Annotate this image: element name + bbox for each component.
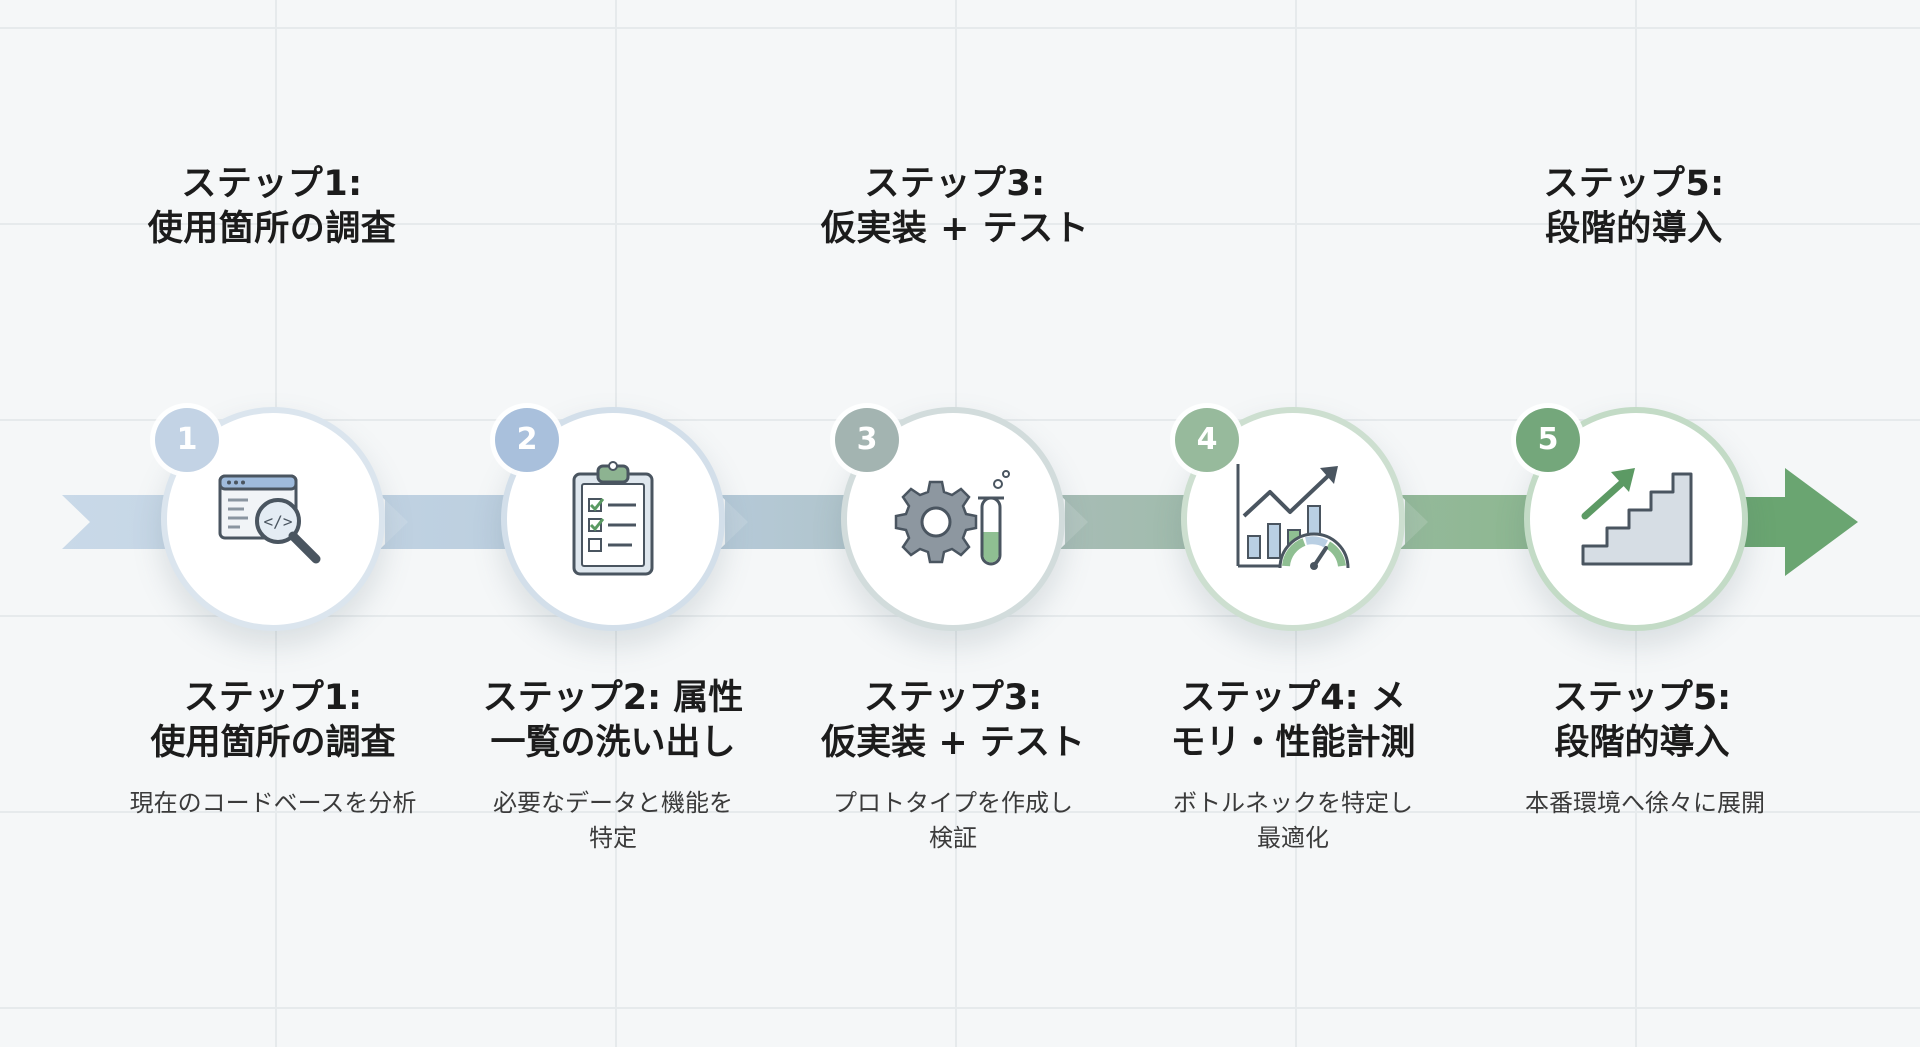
- step-desc-line: 現在のコードベースを分析: [129, 789, 417, 817]
- step-1-description: 現在のコードベースを分析: [128, 786, 418, 821]
- step-title-line: 使用箇所の調査: [150, 723, 396, 763]
- step-3-title: ステップ3: 仮実装 + テスト: [808, 676, 1098, 766]
- step-desc-line: 必要なデータと機能を: [493, 789, 733, 817]
- step-desc-line: ボトルネックを特定し: [1173, 789, 1413, 817]
- step-1-title: ステップ1: 使用箇所の調査: [128, 676, 418, 766]
- code-search-icon: </>: [218, 474, 321, 564]
- step-4-description: ボトルネックを特定し 最適化: [1148, 786, 1438, 856]
- step-title-line: モリ・性能計測: [1170, 723, 1416, 763]
- step-5-circle: [1524, 407, 1748, 631]
- step-5-badge: 5: [1516, 408, 1580, 472]
- top-title-line: 段階的導入: [1545, 209, 1723, 249]
- step-4-title: ステップ4: メ モリ・性能計測: [1148, 676, 1438, 766]
- step-title-line: ステップ1:: [183, 678, 363, 718]
- top-title-line: 仮実装 + テスト: [820, 209, 1090, 249]
- step-2-badge: 2: [495, 408, 559, 472]
- step-desc-line: 検証: [929, 824, 977, 852]
- top-title-step-3: ステップ3: 仮実装 + テスト: [775, 162, 1135, 252]
- step-desc-line: プロトタイプを作成し: [833, 789, 1073, 817]
- step-2-circle: [501, 407, 725, 631]
- step-1-badge: 1: [155, 408, 219, 472]
- step-title-line: 仮実装 + テスト: [821, 723, 1085, 763]
- step-desc-line: 本番環境へ徐々に展開: [1525, 789, 1765, 817]
- step-2-description: 必要なデータと機能を 特定: [468, 786, 758, 856]
- top-title-step-5: ステップ5: 段階的導入: [1454, 162, 1814, 252]
- step-desc-line: 特定: [589, 824, 637, 852]
- stairs-arrow-icon: [1581, 468, 1693, 566]
- flow-segment-0: [62, 495, 170, 549]
- step-3-badge: 3: [835, 408, 899, 472]
- chart-gauge-icon: [1236, 464, 1350, 570]
- step-title-line: 段階的導入: [1554, 723, 1730, 763]
- top-title-line: ステップ1:: [181, 164, 363, 204]
- top-title-line: ステップ3:: [864, 164, 1046, 204]
- step-title-line: ステップ4: メ: [1180, 678, 1406, 718]
- step-5-description: 本番環境へ徐々に展開: [1500, 786, 1790, 821]
- flow-chevron-1: [385, 495, 448, 549]
- step-desc-line: 最適化: [1257, 824, 1329, 852]
- step-title-line: ステップ3:: [863, 678, 1043, 718]
- step-title-line: 一覧の洗い出し: [490, 723, 736, 763]
- step-2-title: ステップ2: 属性 一覧の洗い出し: [468, 676, 758, 766]
- flow-chevron-2: [725, 495, 788, 549]
- step-title-line: ステップ5:: [1552, 678, 1732, 718]
- top-title-line: 使用箇所の調査: [147, 209, 397, 249]
- flow-chevron-3: [1065, 495, 1128, 549]
- top-title-line: ステップ5:: [1543, 164, 1725, 204]
- top-title-step-1: ステップ1: 使用箇所の調査: [92, 162, 452, 252]
- clipboard-checklist-icon: [572, 461, 654, 576]
- step-title-line: ステップ2: 属性: [482, 678, 744, 718]
- flow-arrowhead: [1740, 468, 1858, 576]
- step-3-description: プロトタイプを作成し 検証: [808, 786, 1098, 856]
- svg-text:</>: </>: [264, 512, 293, 531]
- step-5-title: ステップ5: 段階的導入: [1497, 676, 1787, 766]
- flow-chevron-4: [1405, 495, 1468, 549]
- gear-test-tube-icon: [894, 470, 1010, 566]
- step-4-badge: 4: [1175, 408, 1239, 472]
